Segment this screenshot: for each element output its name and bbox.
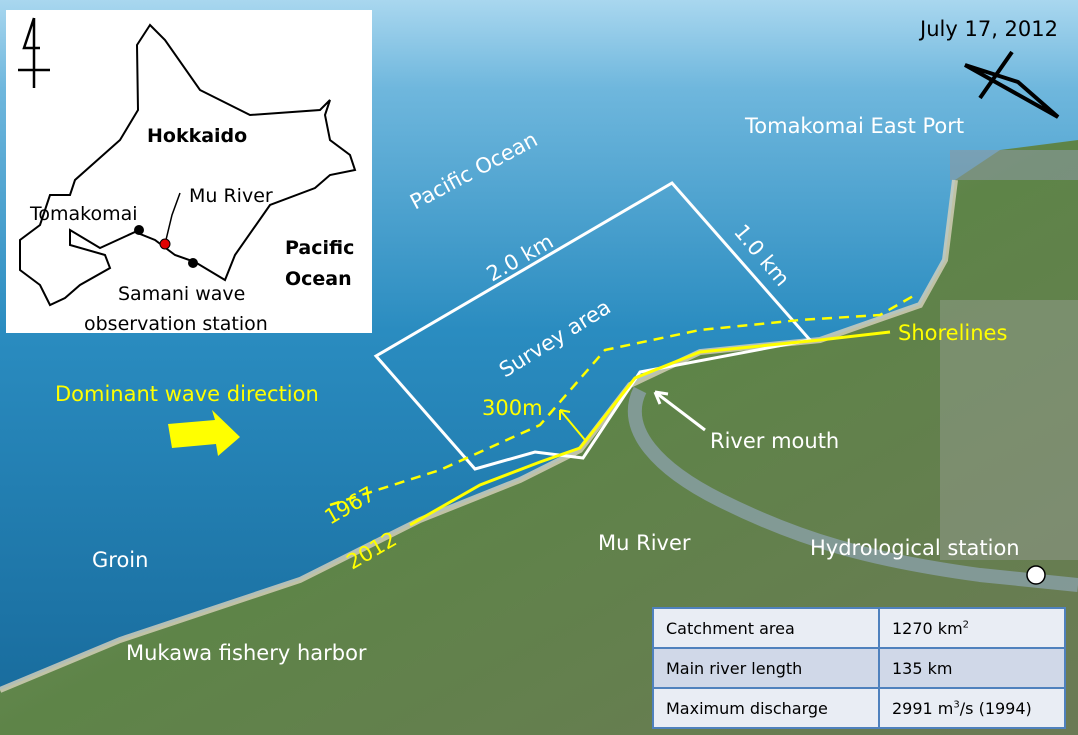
value-sup: 3 <box>953 699 960 711</box>
wave-direction-arrow <box>168 410 240 456</box>
mu-river-label: Mu River <box>598 531 691 555</box>
row-value: 1270 km2 <box>878 607 1066 649</box>
tomakomai-label: Tomakomai <box>29 203 138 225</box>
land <box>0 140 1078 735</box>
shorelines-label: Shorelines <box>898 321 1007 345</box>
hydrological-station-label: Hydrological station <box>810 536 1020 560</box>
value-sup: 2 <box>962 619 970 631</box>
wave-direction-label: Dominant wave direction <box>55 382 319 406</box>
hokkaido-label: Hokkaido <box>147 125 247 147</box>
row-label: Catchment area <box>652 607 880 649</box>
hokkaido-outline <box>19 23 357 307</box>
value-suffix: /s (1994) <box>959 698 1032 718</box>
river-info-table: Catchment area 1270 km2 Main river lengt… <box>652 607 1066 729</box>
compass-north-icon <box>18 17 50 88</box>
row-value: 135 km <box>878 647 1066 689</box>
tomakomai-marker <box>134 225 144 235</box>
row-label: Main river length <box>652 647 880 689</box>
inset-mu-river-label: Mu River <box>189 185 273 207</box>
hydrological-station-marker <box>1026 565 1046 585</box>
mu-river-channel <box>627 386 1078 592</box>
date-label: July 17, 2012 <box>918 17 1058 41</box>
town <box>940 300 1078 560</box>
compass-icon <box>964 50 1060 119</box>
harbor-label: Mukawa fishery harbor <box>126 641 367 665</box>
value-text: 2991 m <box>892 698 954 718</box>
value-text: 1270 km <box>892 618 963 638</box>
row-label: Maximum discharge <box>652 687 880 729</box>
distance-label: 300m <box>482 396 543 420</box>
river-mouth-arrow <box>653 390 706 432</box>
samani-marker <box>188 258 198 268</box>
survey-area-outline <box>373 181 813 471</box>
table-row: Maximum discharge 2991 m3/s (1994) <box>652 687 1066 729</box>
table-row: Catchment area 1270 km2 <box>652 607 1066 649</box>
samani-label-1: Samani wave <box>118 283 245 305</box>
samani-label-2: observation station <box>84 313 268 335</box>
inset-ocean-label-1: Pacific <box>285 237 354 259</box>
inset-ocean-label-2: Ocean <box>285 268 352 290</box>
groin-label: Groin <box>92 548 148 572</box>
mu-river-marker <box>159 238 171 250</box>
inset-map: Hokkaido Mu River Tomakomai Pacific Ocea… <box>6 10 372 335</box>
mu-river-line <box>164 192 181 245</box>
distance-arrow <box>559 409 586 441</box>
row-value: 2991 m3/s (1994) <box>878 687 1066 729</box>
table-row: Main river length 135 km <box>652 647 1066 689</box>
shoreline-2012 <box>409 330 891 527</box>
river-mouth-label: River mouth <box>710 429 839 453</box>
port-area <box>950 150 1078 180</box>
tomakomai-port-label: Tomakomai East Port <box>744 114 964 138</box>
